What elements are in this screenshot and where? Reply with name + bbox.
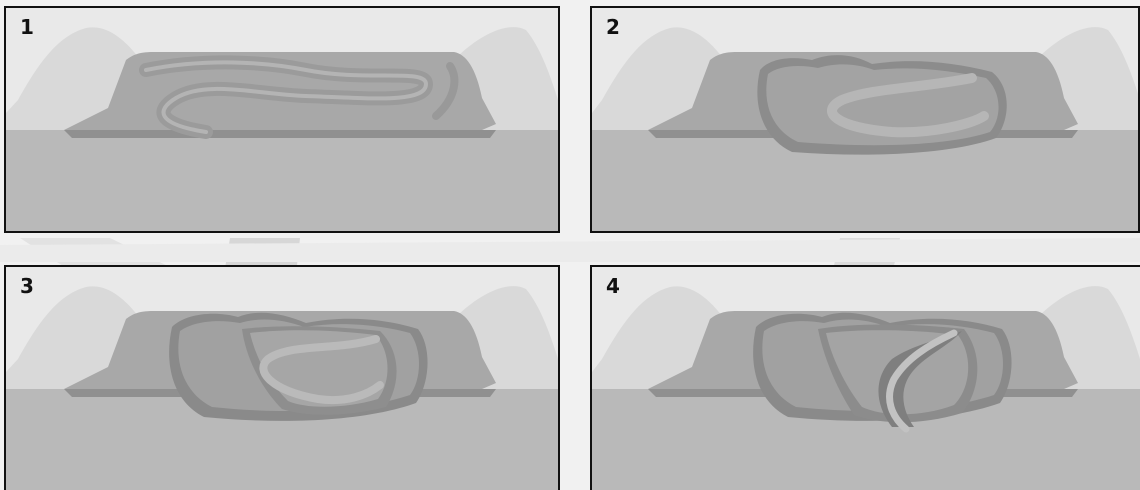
stage-panel-3: 3	[4, 265, 560, 490]
panel-number-2: 2	[606, 17, 620, 37]
front-block	[6, 130, 560, 233]
stage-4-illustration	[592, 267, 1140, 490]
stage-3-illustration	[6, 267, 560, 490]
stage-panel-1: 1	[4, 6, 560, 233]
panel-number-4: 4	[606, 276, 620, 296]
stage-2-illustration	[592, 8, 1140, 233]
valley-edge	[64, 130, 496, 138]
stage-1-illustration	[6, 8, 560, 233]
stage-panel-2: 2	[590, 6, 1140, 233]
panel-number-3: 3	[20, 276, 34, 296]
stage-panel-4: 4	[590, 265, 1140, 490]
panel-number-1: 1	[20, 17, 34, 37]
